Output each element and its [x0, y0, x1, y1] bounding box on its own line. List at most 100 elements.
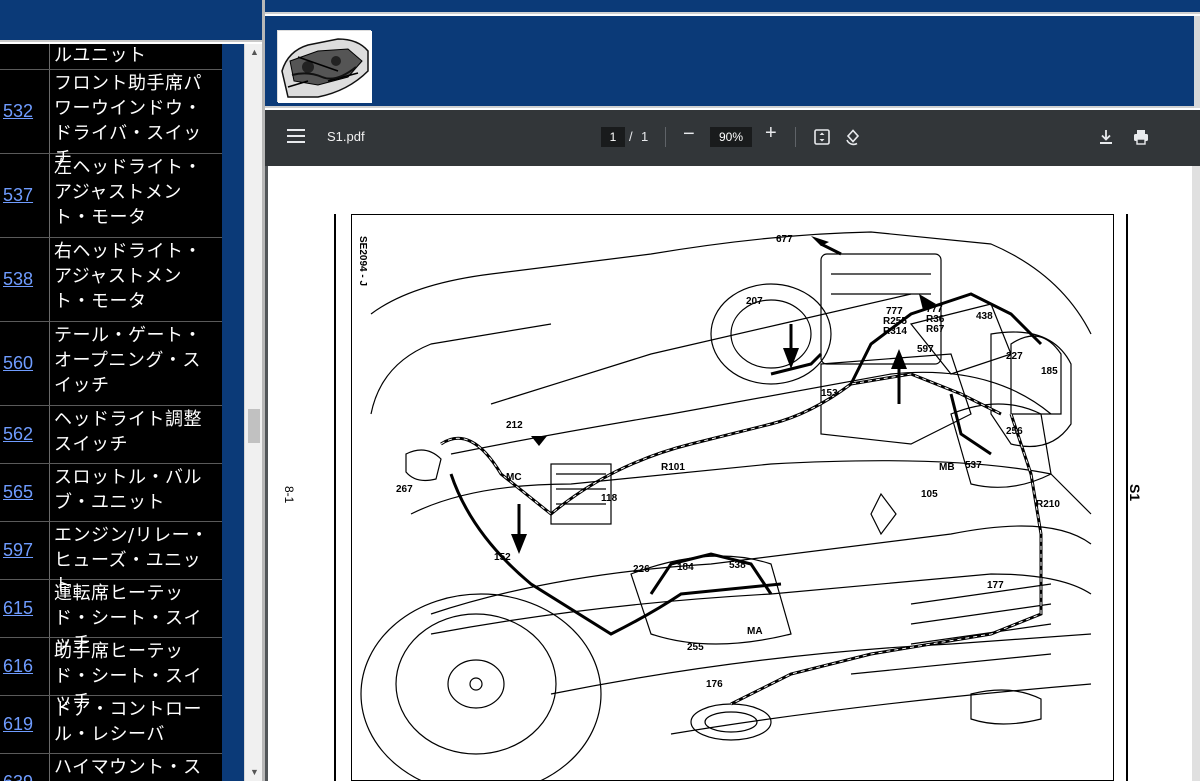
toolbar-divider	[665, 127, 666, 147]
index-number-cell[interactable]: 639	[0, 754, 50, 781]
callout-152: 152	[494, 552, 511, 563]
left-blue-strip	[222, 44, 244, 781]
callout-R101: R101	[661, 462, 685, 473]
callout-207: 207	[746, 296, 763, 307]
list-item: ルユニット	[0, 44, 222, 70]
download-icon[interactable]	[1097, 128, 1117, 148]
index-number-link[interactable]: 562	[3, 424, 34, 444]
index-number-cell[interactable]: 532	[0, 70, 50, 153]
index-name: 右ヘッドライト・アジャストメント・モータ	[54, 241, 202, 312]
engine-bay-thumbnail[interactable]	[277, 30, 372, 103]
banner-scrollbar[interactable]	[1194, 16, 1200, 108]
zoom-out-button[interactable]: −	[683, 123, 695, 145]
index-number-cell[interactable]: 538	[0, 238, 50, 321]
index-name: スロットル・バルブ・ユニット	[54, 467, 202, 513]
scroll-thumb[interactable]	[248, 409, 260, 443]
callout-184: 184	[677, 562, 694, 573]
index-number-link[interactable]: 532	[3, 101, 34, 121]
page-right-rule	[1126, 214, 1128, 781]
pdf-toolbar: S1.pdf 1 / 1 − 90% +	[265, 110, 1200, 166]
index-number-cell[interactable]: 597	[0, 522, 50, 579]
engine-thumbnail-image	[278, 31, 372, 103]
section-label: S1	[1127, 484, 1143, 502]
index-number-link[interactable]: 616	[3, 656, 34, 676]
list-item: 565 スロットル・バルブ・ユニット	[0, 464, 222, 522]
callout-597: 597	[917, 344, 934, 355]
list-item: 615 運転席ヒーテッド・シート・スイッチ	[0, 580, 222, 654]
page-number-input[interactable]: 1	[601, 127, 625, 147]
callout-212: 212	[506, 420, 523, 431]
page-separator: /	[629, 129, 633, 144]
index-number-link[interactable]: 639	[3, 772, 33, 781]
right-banner	[265, 16, 1200, 108]
index-number-link[interactable]: 619	[3, 714, 34, 734]
index-number-cell[interactable]: 562	[0, 406, 50, 463]
index-name: エンジン/リレー・ヒューズ・ユニット	[54, 525, 209, 596]
callout-185: 185	[1041, 366, 1058, 377]
toolbar-divider	[795, 127, 796, 147]
index-name: ドア・コントロール・レシーバ	[54, 699, 202, 745]
callout-R36: R36	[926, 314, 945, 325]
right-top-bar	[265, 0, 1200, 14]
left-scrollbar[interactable]: ▲ ▼	[244, 44, 262, 781]
list-item: 538 右ヘッドライト・アジャストメント・モータ	[0, 238, 222, 322]
index-number-link[interactable]: 560	[3, 353, 34, 373]
page-left-rule	[334, 214, 336, 781]
pdf-filename: S1.pdf	[327, 129, 365, 144]
callout-R210: R210	[1036, 499, 1060, 510]
callout-255: 255	[687, 642, 704, 653]
callout-438: 438	[976, 311, 993, 322]
index-name: ルユニット	[54, 45, 147, 66]
index-number-cell[interactable]: 615	[0, 580, 50, 637]
scroll-down-icon[interactable]: ▼	[250, 767, 259, 777]
pdf-scrollbar[interactable]	[1192, 166, 1200, 781]
pdf-page: 8-1 S1 SE2094 - J	[268, 166, 1192, 781]
index-name: テール・ゲート・オープニング・スイッチ	[54, 325, 202, 396]
list-item: 560 テール・ゲート・オープニング・スイッチ	[0, 322, 222, 406]
zoom-in-button[interactable]: +	[765, 122, 777, 144]
callout-R67: R67	[926, 324, 945, 335]
index-name: 運転席ヒーテッド・シート・スイッチ	[54, 583, 202, 654]
callout-538: 538	[729, 560, 746, 571]
index-number-cell[interactable]: 537	[0, 154, 50, 237]
index-number-cell	[0, 44, 50, 69]
index-name: ヘッドライト調整スイッチ	[54, 409, 202, 455]
list-item: 616 助手席ヒーテッド・シート・スイッチ	[0, 638, 222, 712]
scroll-up-icon[interactable]: ▲	[250, 47, 259, 57]
index-number-link[interactable]: 537	[3, 185, 34, 205]
wiring-harness-diagram: 677 207 777 777 R255 R36 R314 R67 438 59…	[360, 231, 1092, 781]
left-pane: ルユニット 532 フロント助手席パワーウインドウ・ドライバ・スイッチ 537 …	[0, 0, 262, 781]
callout-227: 227	[1006, 351, 1023, 362]
index-number-cell[interactable]: 616	[0, 638, 50, 695]
callout-777a: 777	[886, 306, 903, 317]
index-name: 助手席ヒーテッド・シート・スイッチ	[54, 641, 202, 712]
callout-177: 177	[987, 580, 1004, 591]
callout-777b: 777	[926, 304, 943, 315]
index-number-cell[interactable]: 619	[0, 696, 50, 753]
callout-MB: MB	[939, 462, 955, 473]
index-number-link[interactable]: 538	[3, 269, 34, 289]
list-item: 597 エンジン/リレー・ヒューズ・ユニット	[0, 522, 222, 596]
zoom-level-input[interactable]: 90%	[710, 127, 752, 147]
fit-page-icon[interactable]	[813, 128, 833, 148]
index-number-link[interactable]: 615	[3, 598, 34, 618]
page-total: 1	[641, 129, 649, 144]
component-index-list: ルユニット 532 フロント助手席パワーウインドウ・ドライバ・スイッチ 537 …	[0, 44, 222, 781]
callout-R314: R314	[883, 326, 907, 337]
callout-153: 153	[821, 388, 838, 399]
index-number-link[interactable]: 565	[3, 482, 34, 502]
list-item: 619 ドア・コントロール・レシーバ	[0, 696, 222, 754]
index-number-link[interactable]: 597	[3, 540, 34, 560]
index-number-cell[interactable]: 560	[0, 322, 50, 405]
rotate-icon[interactable]	[844, 128, 864, 148]
print-icon[interactable]	[1132, 128, 1152, 148]
index-name: ハイマウント・スト	[54, 757, 202, 778]
menu-icon[interactable]	[287, 129, 305, 145]
callout-118: 118	[601, 493, 618, 504]
index-number-cell[interactable]: 565	[0, 464, 50, 521]
pdf-viewer: S1.pdf 1 / 1 − 90% + 8-1 S1 SE2094 - J	[265, 110, 1200, 781]
index-name: 左ヘッドライト・アジャストメント・モータ	[54, 157, 202, 228]
callout-256: 256	[1006, 426, 1023, 437]
page-number-label: 8-1	[282, 486, 296, 504]
pane-divider[interactable]	[262, 0, 265, 781]
